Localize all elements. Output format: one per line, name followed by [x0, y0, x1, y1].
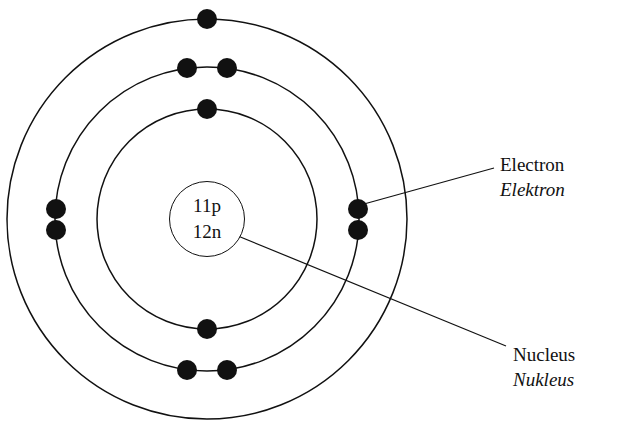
- electron: [177, 360, 197, 380]
- electron: [348, 220, 368, 240]
- electron: [197, 99, 217, 119]
- electron: [217, 58, 237, 78]
- electron: [177, 58, 197, 78]
- nucleus-text: 12n: [193, 219, 222, 245]
- part-label: Elektron: [500, 178, 565, 202]
- outer-shell: [7, 19, 407, 419]
- part-label: Electron: [500, 153, 564, 177]
- nucleus-circle: 11p12n: [169, 181, 245, 257]
- electron: [217, 360, 237, 380]
- electron: [197, 9, 217, 29]
- electron: [46, 199, 66, 219]
- leader-line: [364, 168, 494, 204]
- part-label: Nukleus: [513, 368, 574, 392]
- nucleus-text: 11p: [193, 193, 221, 219]
- electron: [348, 199, 368, 219]
- electron: [46, 220, 66, 240]
- part-label: Nucleus: [513, 343, 575, 367]
- electron: [197, 319, 217, 339]
- inner-shell: [97, 109, 317, 329]
- leader-line: [238, 236, 506, 346]
- middle-shell: [55, 67, 359, 371]
